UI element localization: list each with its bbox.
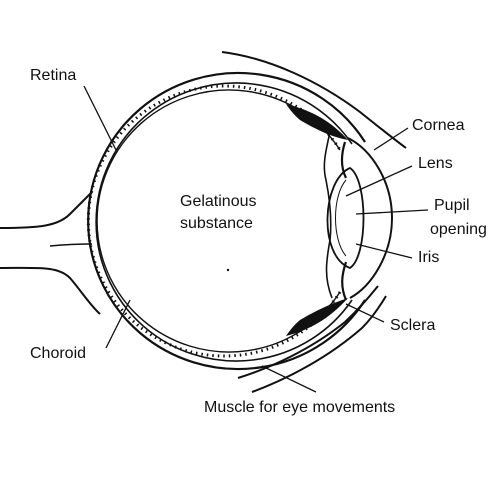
iris-posterior-edge [323, 131, 333, 299]
center-dot [226, 268, 230, 272]
iris-leader-line [355, 243, 413, 259]
retina-label: Retina [30, 67, 76, 84]
lens-leader-line [345, 165, 413, 197]
ciliary-body-lower [286, 298, 348, 336]
lower-muscle-line-2 [251, 295, 387, 393]
lens-label: Lens [418, 155, 453, 172]
gelatinous-label-line1: Gelatinous [180, 193, 257, 210]
pupil-leader-line [355, 209, 429, 215]
cornea-label: Cornea [412, 117, 465, 134]
optic-stalk-lower-line [0, 266, 101, 315]
optic-stalk-upper-line [0, 191, 93, 229]
lens-shape [326, 166, 365, 270]
iris-label: Iris [418, 249, 439, 266]
lower-muscle-line-1 [237, 285, 379, 379]
gelatinous-label-line2: substance [180, 215, 253, 232]
retina-hatch-band [86, 84, 342, 358]
choroid-layer [95, 82, 353, 362]
pupil-label-line2: opening [430, 221, 487, 238]
cornea-leader-line [373, 127, 409, 151]
sclera-outer-wall [87, 71, 366, 371]
sclera-leader-line [345, 303, 385, 323]
iris-anterior-segments [340, 141, 348, 301]
cornea-curve [347, 137, 394, 299]
optic-nerve-center-line [49, 243, 93, 247]
choroid-label: Choroid [30, 345, 86, 362]
muscle-label: Muscle for eye movements [204, 399, 395, 416]
ciliary-body-upper [286, 104, 348, 140]
sclera-label: Sclera [390, 317, 435, 334]
upper-muscle-line [221, 51, 407, 149]
choroid-leader-line [105, 299, 131, 349]
lens-inner-contour [335, 179, 347, 257]
retina-inner-wall [96, 89, 341, 353]
pupil-label-line1: Pupil [434, 197, 470, 214]
retina-leader-line [83, 85, 117, 151]
muscle-leader-line [261, 365, 317, 393]
